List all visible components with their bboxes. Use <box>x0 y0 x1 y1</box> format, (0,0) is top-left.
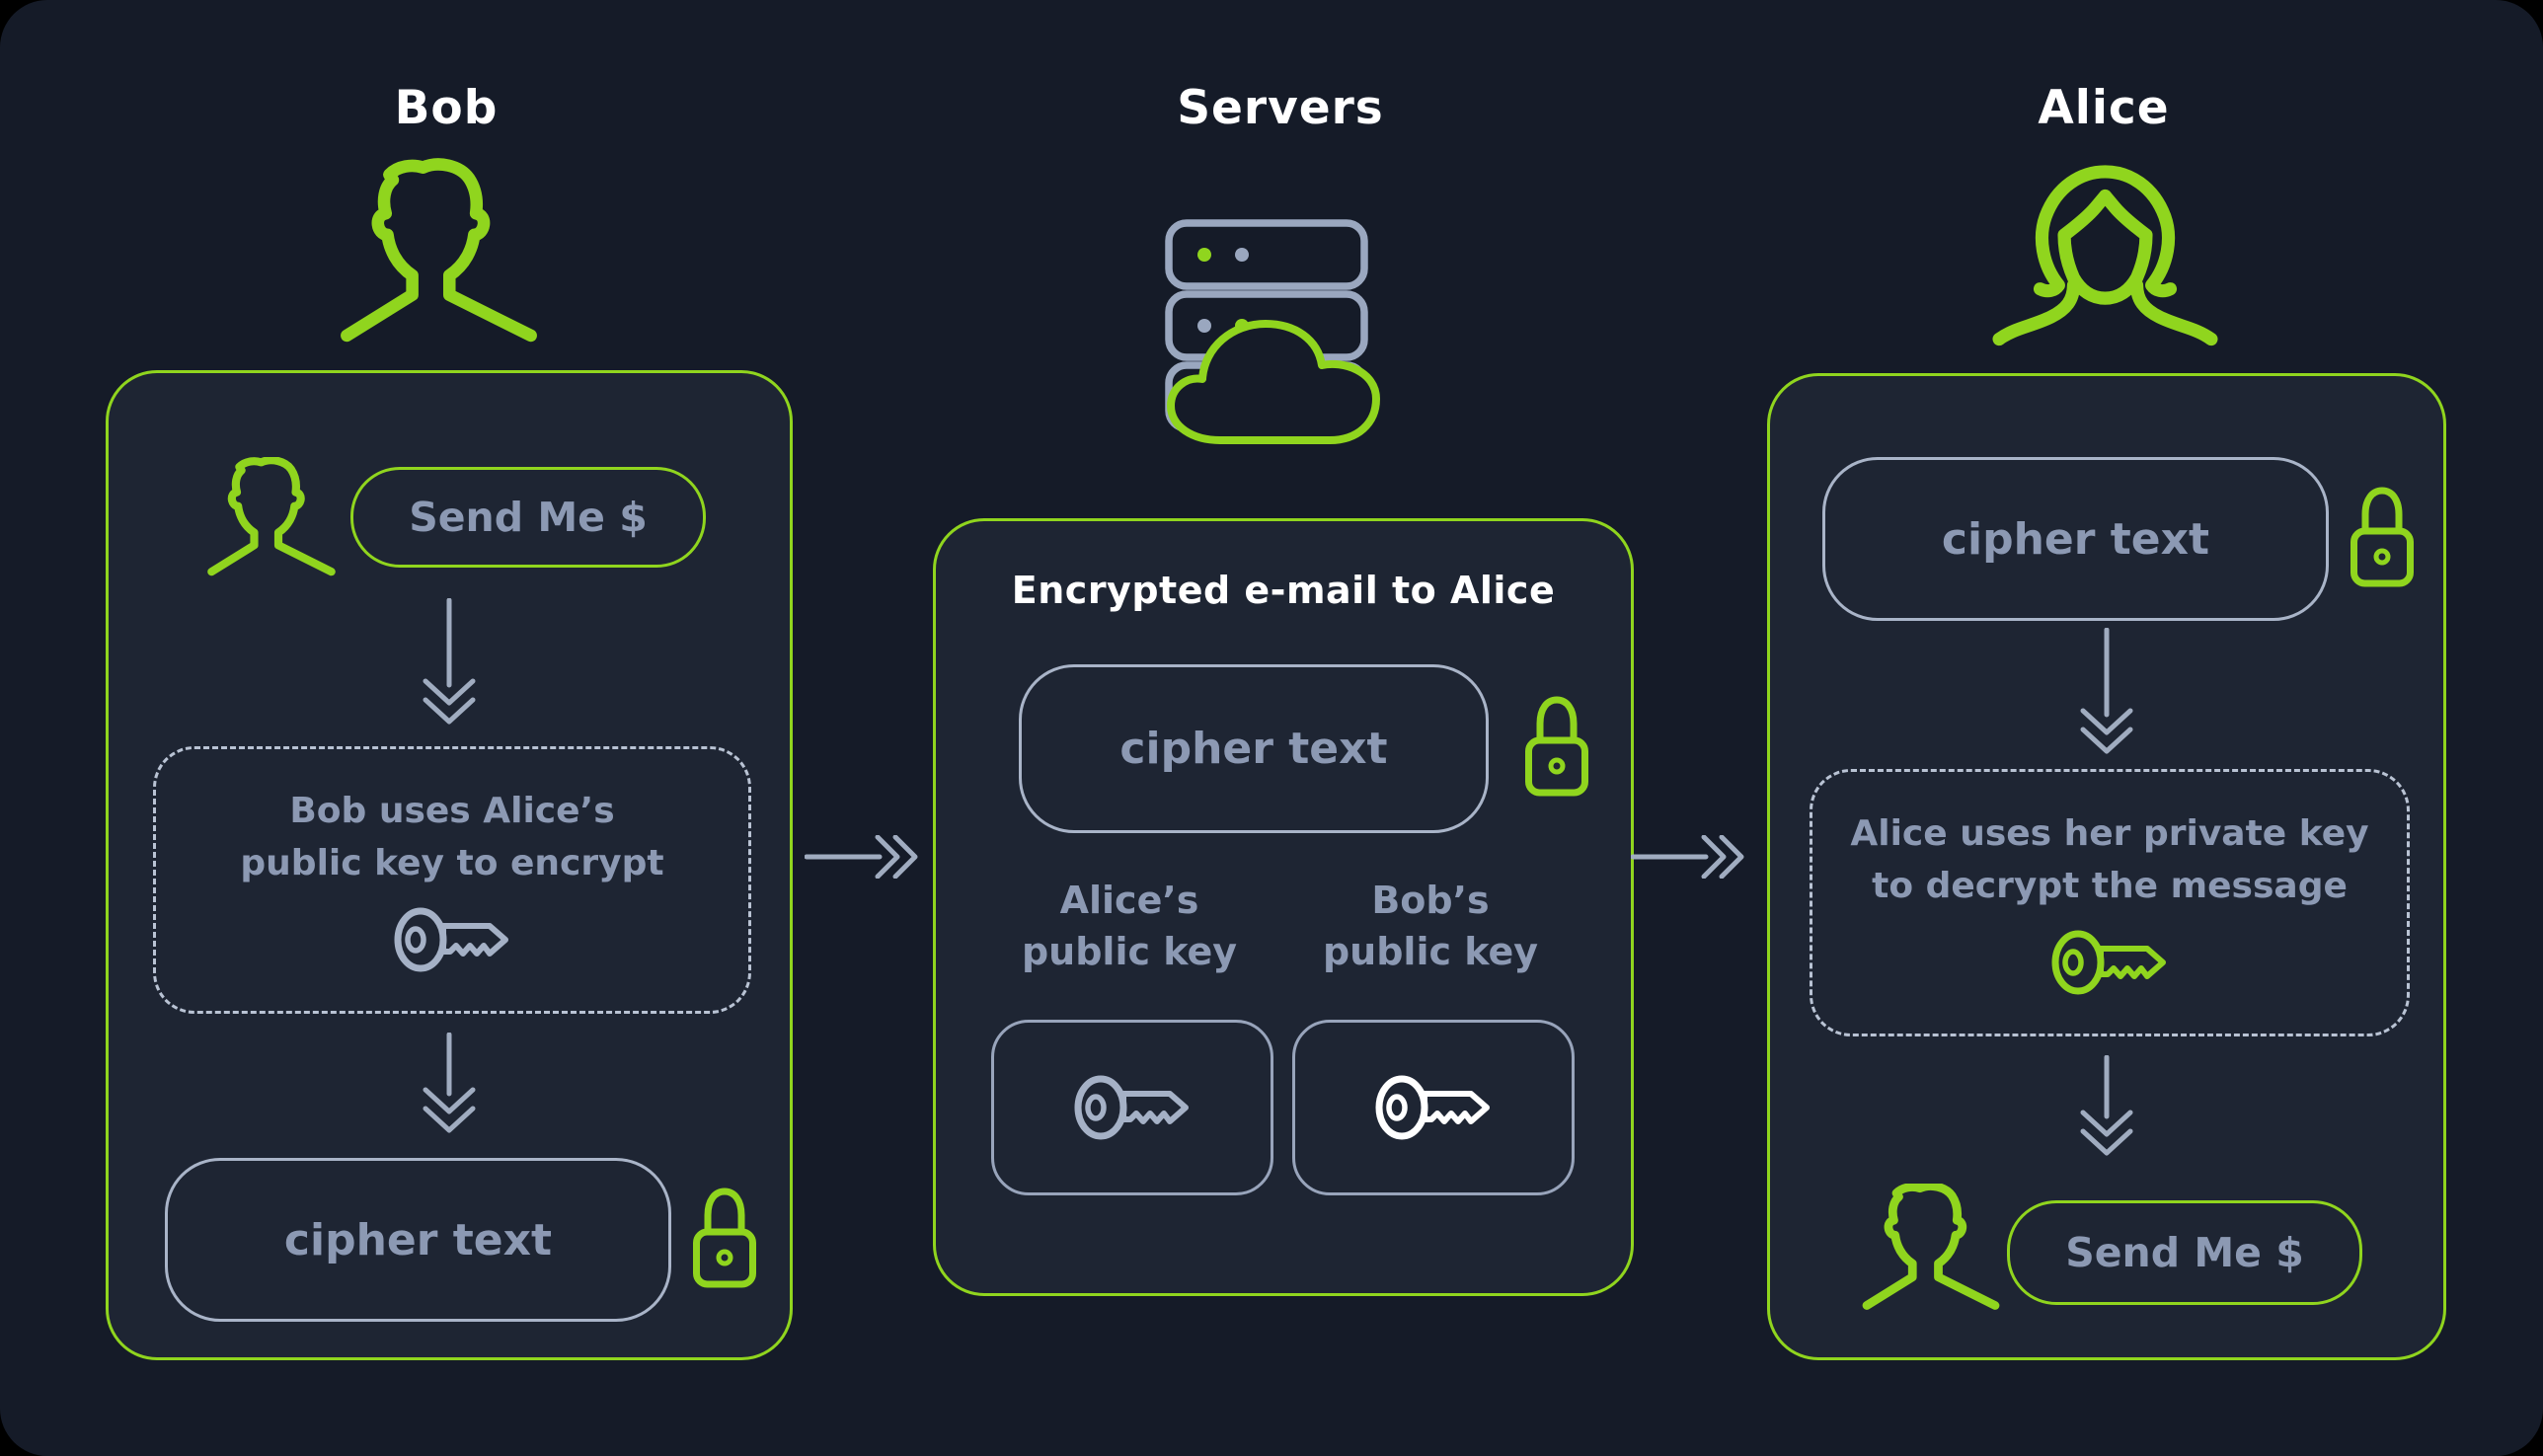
alice-message-pill: Send Me $ <box>2007 1200 2362 1305</box>
alice-mini-person-icon <box>1857 1184 2005 1314</box>
bob-cipher-pill: cipher text <box>165 1158 671 1322</box>
alice-message-label: Send Me $ <box>2065 1229 2304 1276</box>
alice-public-key-icon <box>1074 1071 1191 1144</box>
bob-down-arrow-2 <box>420 1033 479 1141</box>
alice-down-arrow-2 <box>2077 1055 2136 1164</box>
bob-person-icon <box>333 153 545 355</box>
bob-public-key-box <box>1292 1020 1575 1195</box>
bob-public-key-label: Bob’s public key <box>1322 879 1539 973</box>
bob-cipher-label: cipher text <box>283 1214 553 1265</box>
server-panel: Encrypted e-mail to Alice cipher text Al… <box>933 518 1634 1296</box>
alice-process-line1: Alice uses her private key <box>1850 812 2369 854</box>
bob-to-server-arrow <box>805 835 918 879</box>
server-cipher-label: cipher text <box>1119 724 1388 774</box>
alice-panel: cipher text Alice uses her private key t… <box>1767 373 2446 1360</box>
server-cipher-pill: cipher text <box>1019 664 1489 833</box>
bob-message-pill: Send Me $ <box>350 467 706 568</box>
bob-encrypt-process-box: Bob uses Alice’s public key to encrypt <box>153 746 751 1014</box>
server-panel-title: Encrypted e-mail to Alice <box>1011 569 1556 612</box>
bob-process-line2: public key to encrypt <box>240 842 664 883</box>
servers-title: Servers <box>1177 81 1384 135</box>
bob-public-key-icon <box>394 903 510 976</box>
bob-down-arrow-1 <box>420 598 479 731</box>
alice-process-line2: to decrypt the message <box>1872 865 2348 906</box>
bob-mini-person-icon <box>202 457 341 580</box>
alice-down-arrow-1 <box>2077 628 2136 761</box>
alice-cipher-label: cipher text <box>1941 513 2210 565</box>
alice-person-icon <box>1984 148 2226 355</box>
bob-panel: Send Me $ Bob uses Alice’s public key to… <box>106 370 793 1360</box>
alice-public-key-box <box>991 1020 1273 1195</box>
bob-title: Bob <box>394 81 499 135</box>
alice-title: Alice <box>2038 81 2170 135</box>
bob-public-key-icon-white <box>1375 1071 1492 1144</box>
alice-private-key-icon <box>2051 926 2168 999</box>
alice-lock-icon <box>2350 486 2414 587</box>
server-to-alice-arrow <box>1631 835 1744 879</box>
servers-cloud-icon <box>1165 219 1380 444</box>
bob-lock-icon <box>693 1187 756 1288</box>
alice-cipher-pill: cipher text <box>1822 457 2329 621</box>
alice-public-key-label: Alice’s public key <box>1021 879 1238 973</box>
bob-process-line1: Bob uses Alice’s <box>289 790 615 831</box>
bob-message-label: Send Me $ <box>409 494 648 541</box>
alice-decrypt-process-box: Alice uses her private key to decrypt th… <box>1810 769 2410 1036</box>
server-lock-icon <box>1525 695 1588 797</box>
